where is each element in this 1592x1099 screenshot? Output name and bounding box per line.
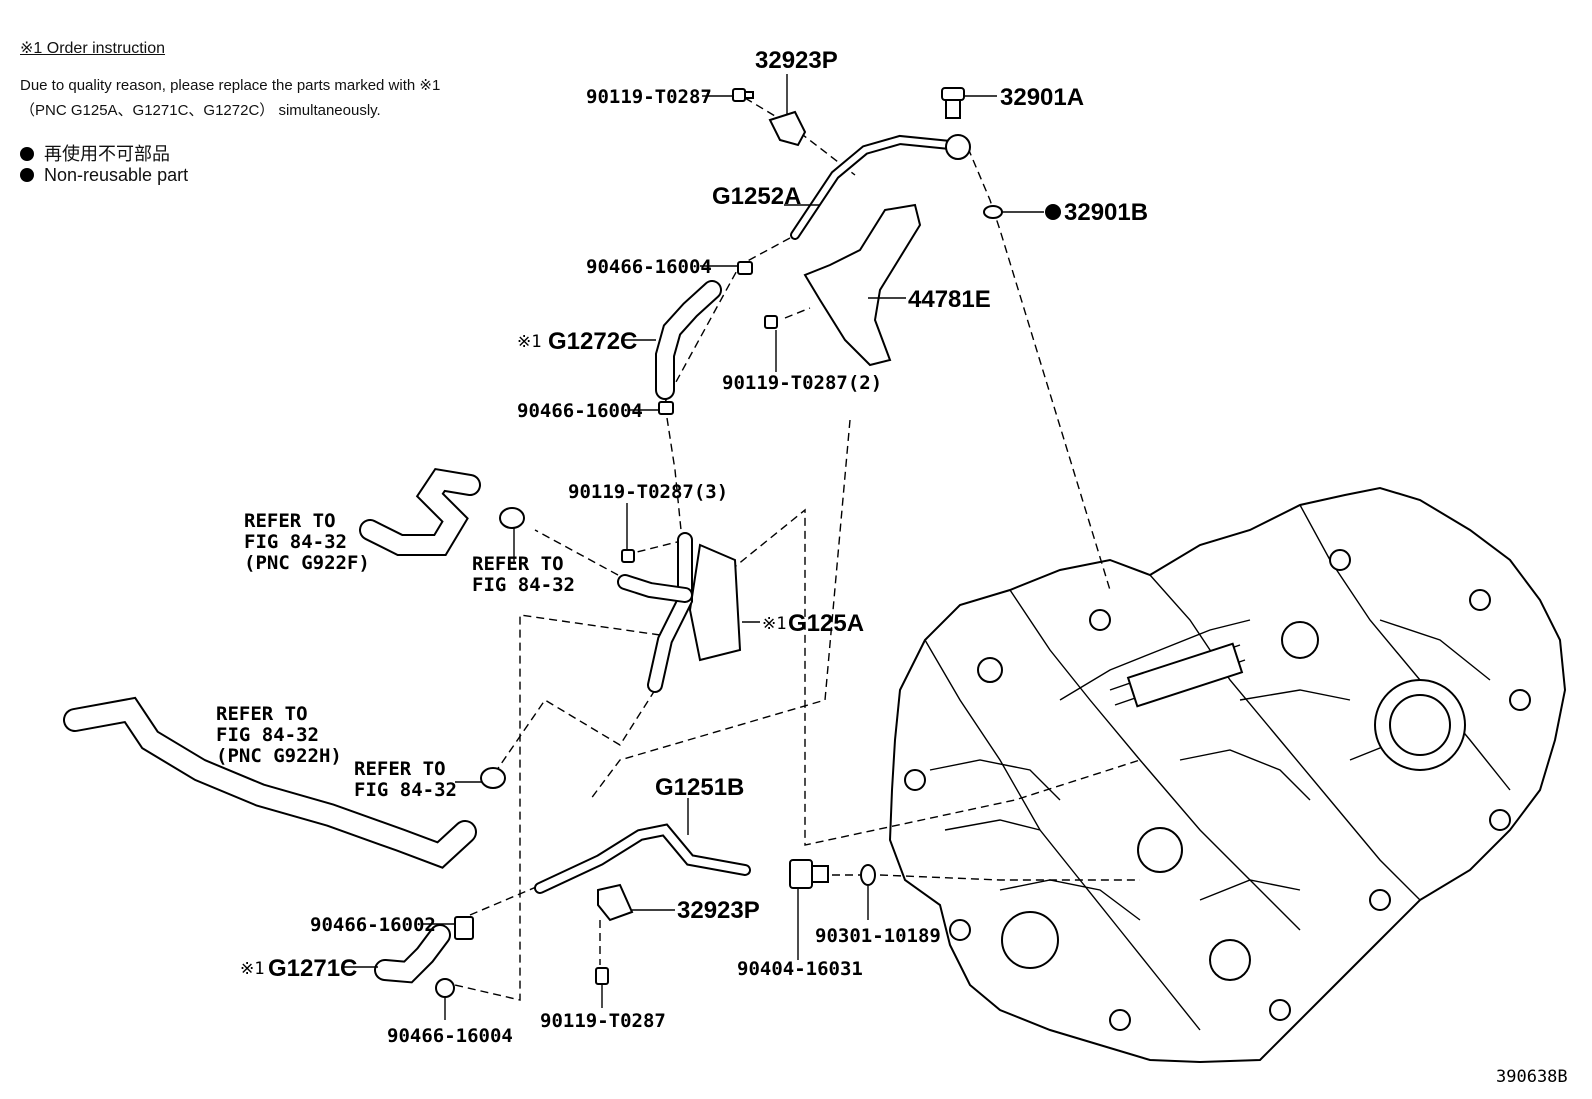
legend-english-text: Non-reusable part [44, 165, 189, 185]
non-reusable-dot-icon [1045, 204, 1061, 220]
clip-90466-16002 [454, 916, 474, 940]
legend-japanese: 再使用不可部品 [20, 140, 170, 166]
clip-90466-c [435, 978, 455, 998]
label-90466-b: 90466-16004 [517, 400, 643, 422]
order-instruction-line1: Due to quality reason, please replace th… [20, 77, 441, 94]
tube-g1252a [790, 134, 955, 240]
union-90404-16031 [789, 859, 829, 889]
label-g1271c-mark: ※1 [240, 959, 264, 979]
label-90466-c: 90466-16004 [387, 1025, 513, 1047]
label-g125a: G125A [788, 610, 864, 637]
non-reusable-bullet-icon [20, 147, 34, 161]
label-90404: 90404-16031 [737, 958, 863, 980]
bolt-90119-2 [764, 315, 778, 329]
gasket-90301-10189 [860, 864, 876, 886]
parts [63, 87, 1003, 998]
order-instruction-line2: （PNC G125A、G1271C、G1272C） simultaneously… [20, 102, 381, 119]
label-refer3-l2: FIG 84-32 [216, 724, 319, 746]
label-32901a: 32901A [1000, 84, 1084, 111]
label-90466-16002: 90466-16002 [310, 914, 436, 936]
label-refer1-l3: (PNC G922F) [244, 552, 370, 574]
gasket-32901b [983, 205, 1003, 219]
label-32923p-top: 32923P [755, 47, 838, 74]
tube-g1251b [534, 823, 751, 894]
clip-refer-upper [499, 507, 525, 529]
label-90301: 90301-10189 [815, 925, 941, 947]
label-90466-a: 90466-16004 [586, 256, 712, 278]
label-44781e: 44781E [908, 286, 991, 313]
label-g1252a: G1252A [712, 183, 801, 210]
bolt-90119-bottom [595, 967, 609, 985]
label-refer2-l1: REFER TO [472, 553, 564, 575]
label-refer1-l1: REFER TO [244, 510, 336, 532]
legend-english: Non-reusable part [20, 165, 188, 186]
union-bolt-32901a [941, 87, 965, 119]
bolt-top [732, 88, 754, 102]
label-g1272c-mark: ※1 [517, 332, 541, 352]
leader-lines [342, 74, 1044, 1020]
clip-90466-a [737, 261, 753, 275]
clamp-32923p-bottom [597, 883, 634, 922]
order-instruction-title: ※1 Order instruction [20, 40, 166, 57]
bracket-44781e [803, 203, 922, 367]
label-refer3-l3: (PNC G922H) [216, 745, 342, 767]
pipe-g125a [617, 532, 742, 693]
non-reusable-bullet-icon [20, 168, 34, 182]
label-g125a-mark: ※1 [762, 614, 786, 634]
label-refer3-l1: REFER TO [216, 703, 308, 725]
label-refer2-l2: FIG 84-32 [472, 574, 575, 596]
label-refer4-l1: REFER TO [354, 758, 446, 780]
part-labels: 32923P 90119-T0287 32901A 32901B G1252A … [216, 47, 1568, 1087]
label-90119-bottom: 90119-T0287 [540, 1010, 666, 1032]
label-refer4-l2: FIG 84-32 [354, 779, 457, 801]
legend-japanese-text: 再使用不可部品 [44, 144, 170, 164]
transaxle-assembly [888, 486, 1567, 1064]
label-90119-3: 90119-T0287(3) [568, 481, 728, 503]
clip-refer-lower [480, 767, 506, 789]
label-90119-top: 90119-T0287 [586, 86, 712, 108]
label-g1272c: G1272C [548, 328, 637, 355]
clip-90466-b [658, 401, 674, 415]
bolt-90119-3 [621, 549, 635, 563]
label-g1271c: G1271C [268, 955, 357, 982]
label-refer1-l2: FIG 84-32 [244, 531, 347, 553]
label-32901b: 32901B [1064, 199, 1148, 226]
label-g1251b: G1251B [655, 774, 744, 801]
clamp-32923p-top [768, 110, 807, 147]
label-32923p-bottom: 32923P [677, 897, 760, 924]
label-90119-2: 90119-T0287(2) [722, 372, 882, 394]
figure-id: 390638B [1496, 1067, 1568, 1087]
